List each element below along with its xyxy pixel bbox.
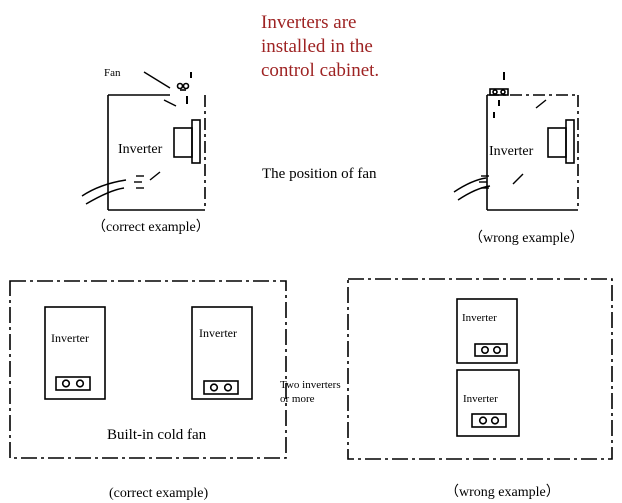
fan-position-caption: The position of fan [262,166,377,182]
top-left-inverter-unit [173,119,201,164]
bottom-right-inverter-a-label: Inverter [462,312,497,324]
bottom-left-inverter-b-label: Inverter [199,326,237,340]
top-right-inverter-label: Inverter [489,144,534,159]
bottom-left-inverter-b [191,306,253,400]
bottom-left-caption: (correct example) [109,486,209,501]
top-right-caption: （wrong example） [469,231,584,246]
bottom-right-cabinet [347,278,613,460]
title-line-2: installed in the [261,36,373,57]
two-inverters-note-line-2: or more [280,393,315,405]
bottom-left-inverter-a-label: Inverter [51,331,89,345]
bottom-right-inverter-a [456,298,518,364]
fan-on-side-icon [143,71,192,107]
two-inverters-note-line-1: Two inverters [280,379,341,391]
title-line-3: control cabinet. [261,60,380,81]
built-in-fan-caption: Built-in cold fan [107,427,207,443]
bottom-right-inverter-b [456,369,520,437]
top-right-cabinet [486,94,579,211]
fan-on-top-icon [489,72,547,118]
bottom-left-cabinet [9,280,287,459]
fan-label: Fan [104,67,121,79]
top-left-caption: （correct example） [92,220,210,235]
top-left-cabinet [107,94,206,211]
bottom-left-inverter-a [44,306,106,400]
title-line-1: Inverters are [261,12,357,33]
top-right-inverter-unit [547,119,575,164]
bottom-right-caption: （wrong example） [445,485,560,500]
airflow-marks [81,171,161,205]
top-left-inverter-label: Inverter [118,142,163,157]
airflow-marks-right [453,173,524,201]
bottom-right-inverter-b-label: Inverter [463,393,498,405]
